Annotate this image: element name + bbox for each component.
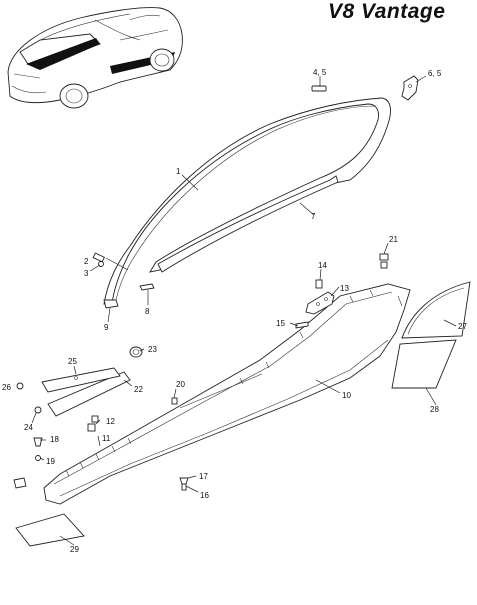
part-13-bracket [305, 291, 335, 315]
part-24-clip [34, 406, 42, 414]
callout-21: 21 [389, 235, 398, 244]
callout-26: 26 [2, 383, 11, 392]
part-4-5-clip [311, 85, 327, 92]
part-9-pad [103, 299, 119, 309]
diagram-title: V8 Vantage [328, 0, 446, 23]
part-15-screw [295, 321, 309, 329]
leader-lines [31, 75, 457, 546]
callout-7: 7 [311, 212, 316, 221]
callout-8: 8 [145, 307, 150, 316]
callout-12: 12 [106, 417, 115, 426]
part-22-trim [47, 371, 131, 417]
callout-labels: 1 2 3 4, 5 6, 5 7 8 9 10 11 12 13 14 15 … [2, 68, 467, 554]
callout-11: 11 [102, 434, 111, 443]
callout-18: 18 [50, 435, 59, 444]
callout-27: 27 [458, 322, 467, 331]
callout-9: 9 [104, 323, 109, 332]
part-7-door-seal-strip [157, 175, 339, 273]
callout-14: 14 [318, 261, 327, 270]
part-20-clip [171, 397, 178, 405]
part-23-grommet [129, 346, 143, 358]
callout-16: 16 [200, 491, 209, 500]
callout-4-5: 4, 5 [313, 68, 327, 77]
callout-24: 24 [24, 423, 33, 432]
callout-28: 28 [430, 405, 439, 414]
callout-13: 13 [340, 284, 349, 293]
callout-23: 23 [148, 345, 157, 354]
part-10-sill-panel [43, 283, 411, 505]
part-18-19-clip [33, 437, 43, 461]
part-28-panel [391, 339, 457, 389]
callout-15: 15 [276, 319, 285, 328]
callout-10: 10 [342, 391, 351, 400]
part-21-clip [379, 253, 389, 269]
callout-3: 3 [84, 269, 89, 278]
callout-20: 20 [176, 380, 185, 389]
callout-25: 25 [68, 357, 77, 366]
callout-29: 29 [70, 545, 79, 554]
part-8-pad [139, 283, 155, 291]
car-thumbnail [7, 7, 183, 109]
part-27-panel [401, 281, 471, 339]
part-16-17-clip [179, 477, 189, 491]
part-1-door-frame-seal [103, 97, 391, 305]
part-11-12-clip [87, 415, 99, 432]
part-2-3-clip [92, 252, 105, 267]
part-6-bracket [401, 75, 419, 101]
callout-19: 19 [46, 457, 55, 466]
callout-6-5: 6, 5 [428, 69, 442, 78]
part-25-badge [41, 367, 121, 393]
callout-1: 1 [176, 167, 181, 176]
part-26-clip [16, 382, 24, 390]
part-29-mat [13, 477, 85, 547]
callout-17: 17 [199, 472, 208, 481]
callout-22: 22 [134, 385, 143, 394]
part-14-screw [315, 279, 323, 289]
callout-2: 2 [84, 257, 89, 266]
